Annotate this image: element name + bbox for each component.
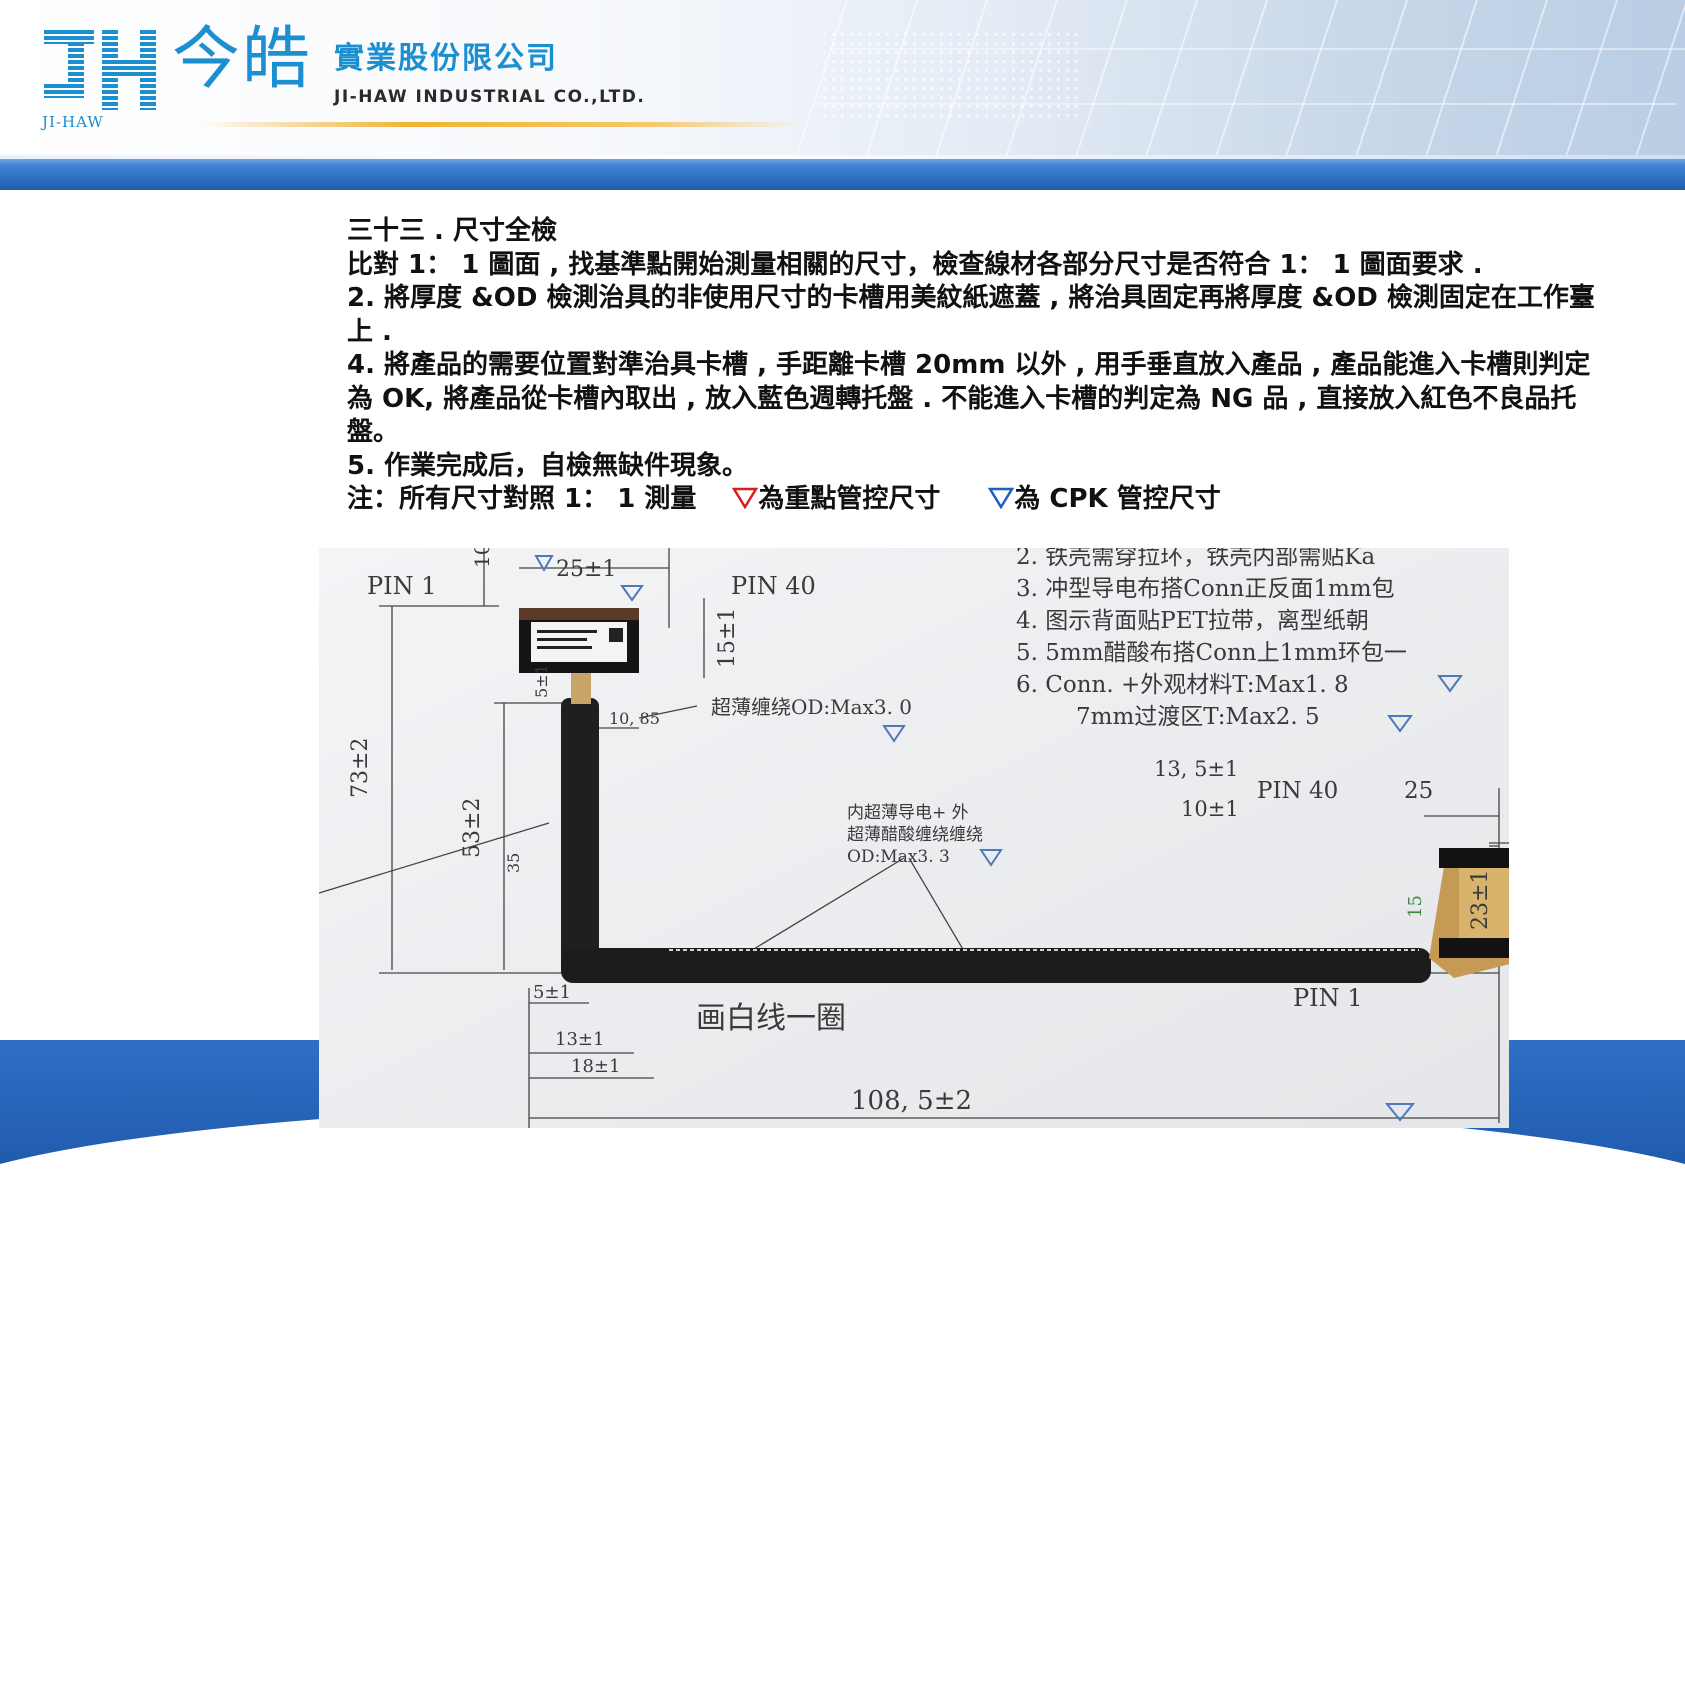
- inner-label-1: 内超薄导电+ 外: [847, 803, 969, 823]
- instruction-line-2: 2. 將厚度 &OD 檢測治具的非使用尺寸的卡槽用美紋紙遮蓋 , 將治具固定再將…: [347, 283, 1595, 347]
- label-pin1-right: PIN 1: [1293, 984, 1363, 1012]
- header-blue-bar: [0, 155, 1685, 190]
- label-pin40-top: PIN 40: [731, 572, 816, 600]
- cable-dimension-drawing: PIN 1 PIN 40 25±1 73±2 53±2 35 15±1 10 5…: [319, 548, 1509, 1128]
- key-dimension-note: 為重點管控尺寸: [758, 484, 941, 514]
- dim-13: 13±1: [555, 1029, 604, 1050]
- dim-10-85: 10, 85: [609, 709, 660, 728]
- dim-10-top: 10: [470, 548, 494, 568]
- dim-35: 35: [504, 853, 523, 873]
- inner-label-2: 超薄醋酸缠绕缠绕: [847, 825, 983, 845]
- company-name-english: JI-HAW INDUSTRIAL CO.,LTD.: [334, 87, 646, 107]
- inner-label-3: OD:Max3. 3: [847, 847, 950, 867]
- cable-shape: [519, 608, 1509, 983]
- dim-73: 73±2: [348, 738, 373, 798]
- dim-15-right: 15: [1405, 895, 1426, 918]
- dim-13-5: 13, 5±1: [1154, 757, 1238, 781]
- dim-5-top: 5±1: [532, 664, 551, 698]
- dim-15-top: 15±1: [715, 608, 740, 668]
- jh-logo-icon: [44, 30, 156, 110]
- drawing-note-7: 7mm过渡区T:Max2. 5: [1076, 704, 1320, 730]
- dim-108: 108, 5±2: [851, 1086, 972, 1116]
- dim-5-bottom: 5±1: [533, 982, 571, 1003]
- dim-53: 53±2: [460, 798, 485, 858]
- instruction-line-1: 比對 1： 1 圖面 , 找基準點開始測量相關的尺寸，檢查線材各部分尺寸是否符合…: [347, 249, 1483, 280]
- label-pin40-right: PIN 40: [1257, 778, 1338, 804]
- dim-25-right: 25: [1404, 778, 1433, 804]
- cable-drawing-photo: PIN 1 PIN 40 25±1 73±2 53±2 35 15±1 10 5…: [319, 548, 1509, 1128]
- footer-white-arc: [0, 1100, 1685, 1700]
- red-triangle-icon: [732, 487, 759, 510]
- blue-triangle-icon: [988, 487, 1015, 510]
- instruction-line-5: 5. 作業完成后，自檢無缺件現象。: [347, 450, 749, 481]
- gold-divider: [200, 122, 800, 127]
- dim-18: 18±1: [571, 1056, 620, 1077]
- note-prefix: 注：所有尺寸對照 1： 1 測量: [347, 484, 697, 514]
- instruction-line-4: 4. 將產品的需要位置對準治具卡槽 , 手距離卡槽 20mm 以外 , 用手垂直…: [347, 350, 1591, 447]
- dim-23: 23±1: [1468, 870, 1493, 930]
- note-line: 注：所有尺寸對照 1： 1 測量 為重點管控尺寸 為 CPK 管控尺寸: [347, 483, 1597, 517]
- logo-chinese-name: 今皓: [172, 20, 313, 99]
- od-label: 超薄缠绕OD:Max3. 0: [711, 695, 912, 719]
- drawing-note-6: 6. Conn. +外观材料T:Max1. 8: [1016, 672, 1349, 698]
- drawing-note-4: 4. 图示背面贴PET拉带，离型纸朝: [1016, 608, 1369, 634]
- header-banner: JI-HAW 今皓 實業股份限公司 JI-HAW INDUSTRIAL CO.,…: [0, 0, 1685, 160]
- section-title: 三十三 . 尺寸全檢: [347, 216, 557, 246]
- label-pin1-left: PIN 1: [367, 572, 437, 600]
- instruction-text: 三十三 . 尺寸全檢 比對 1： 1 圖面 , 找基準點開始測量相關的尺寸，檢查…: [347, 215, 1597, 517]
- company-name-chinese: 實業股份限公司: [334, 41, 558, 76]
- drawing-note-3: 3. 冲型导电布搭Conn正反面1mm包: [1016, 576, 1395, 602]
- drawing-note-2: 2. 铁壳需穿拉环，铁壳内部需贴Ka: [1016, 548, 1375, 570]
- drawing-note-5: 5. 5mm醋酸布搭Conn上1mm环包一: [1016, 640, 1407, 666]
- header-dots-decoration: [820, 30, 1080, 120]
- cpk-dimension-note: 為 CPK 管控尺寸: [1014, 484, 1221, 514]
- logo-subtitle: JI-HAW: [42, 113, 104, 131]
- white-circle-note: 画白线一圈: [696, 1001, 846, 1036]
- dim-25: 25±1: [556, 557, 616, 582]
- dim-10-right: 10±1: [1181, 797, 1239, 821]
